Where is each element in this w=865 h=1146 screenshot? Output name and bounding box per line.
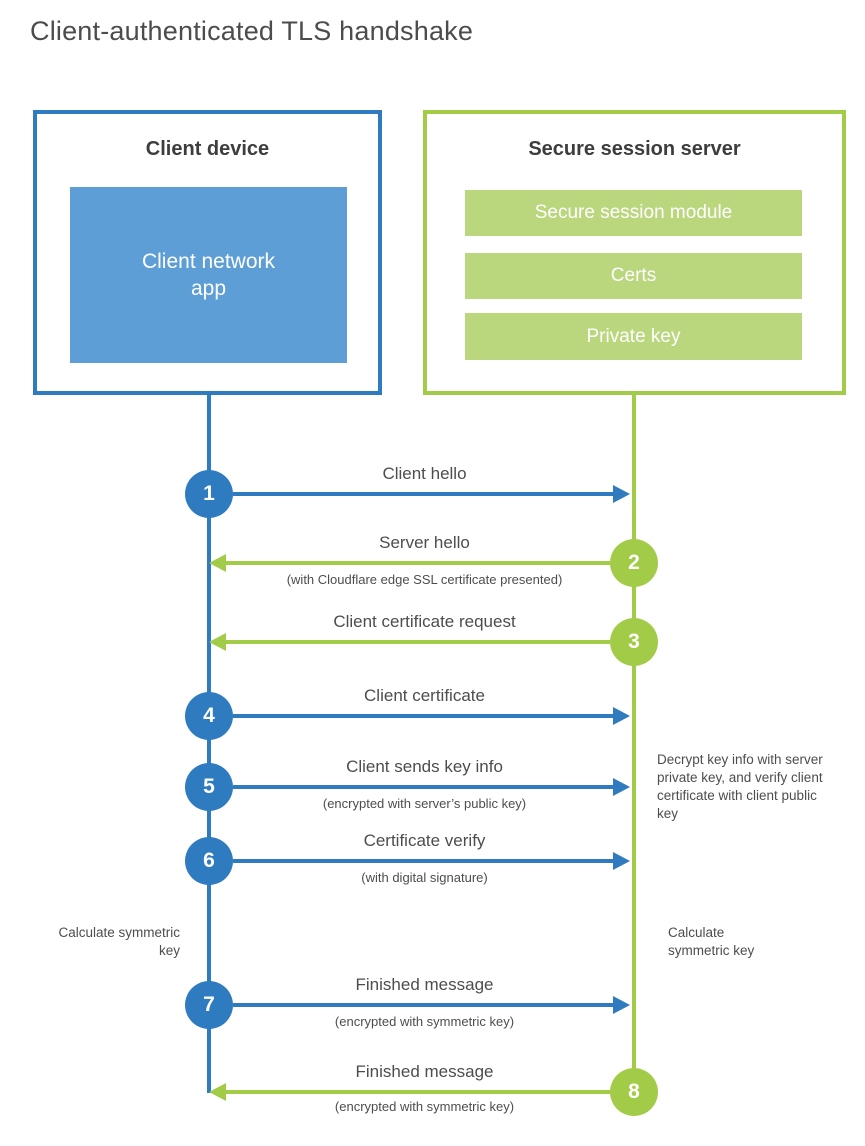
server-module-private-key: Private key <box>465 313 802 360</box>
step-4-arrow <box>233 714 614 718</box>
step-4-label: Client certificate <box>364 686 485 705</box>
step-6-arrowhead-icon <box>613 852 630 870</box>
server-module-certs: Certs <box>465 253 802 299</box>
step-5-sublabel: (encrypted with server’s public key) <box>322 796 527 811</box>
step-7-arrowhead-icon <box>613 996 630 1014</box>
step-7-badge: 7 <box>185 981 233 1029</box>
step-7-sublabel: (encrypted with symmetric key) <box>334 1014 515 1029</box>
client-network-app-box: Client network app <box>70 187 347 363</box>
client-lifeline <box>207 395 211 1093</box>
step-2-label: Server hello <box>379 533 470 552</box>
step-4-badge: 4 <box>185 692 233 740</box>
step-8-arrow <box>226 1090 610 1094</box>
step-5-arrow <box>233 785 614 789</box>
note-calculate-symmetric-key-server: Calculate symmetric key <box>668 925 755 958</box>
step-6-sublabel: (with digital signature) <box>361 870 488 885</box>
step-2-arrowhead-icon <box>209 554 226 572</box>
step-6-label: Certificate verify <box>363 831 486 850</box>
step-2-badge: 2 <box>610 539 658 587</box>
client-device-title: Client device <box>145 138 270 160</box>
step-7-arrow <box>233 1003 614 1007</box>
step-3-badge: 3 <box>610 618 658 666</box>
step-8-arrowhead-icon <box>209 1083 226 1101</box>
step-1-arrowhead-icon <box>613 485 630 503</box>
server-module-secure-session: Secure session module <box>465 190 802 236</box>
server-box: Secure session server Secure session mod… <box>423 110 846 395</box>
step-4-arrowhead-icon <box>613 707 630 725</box>
step-8-sublabel: (encrypted with symmetric key) <box>334 1099 515 1114</box>
step-1-badge: 1 <box>185 470 233 518</box>
step-1-arrow <box>233 492 614 496</box>
server-lifeline <box>632 395 636 1092</box>
step-8-badge: 8 <box>610 1068 658 1116</box>
step-6-badge: 6 <box>185 837 233 885</box>
step-6-arrow <box>233 859 614 863</box>
step-5-arrowhead-icon <box>613 778 630 796</box>
step-2-sublabel: (with Cloudflare edge SSL certificate pr… <box>286 572 563 587</box>
client-device-box: Client device Client network app <box>33 110 382 395</box>
step-8-label: Finished message <box>355 1062 494 1081</box>
step-7-label: Finished message <box>355 975 494 994</box>
note-calculate-symmetric-key-client: Calculate symmetric key <box>58 925 180 958</box>
note-decrypt-key-info: Decrypt key info with server private key… <box>657 752 823 821</box>
server-title: Secure session server <box>528 138 741 160</box>
step-1-label: Client hello <box>382 464 467 483</box>
step-3-arrowhead-icon <box>209 633 226 651</box>
client-network-app-label: Client network app <box>141 249 276 300</box>
step-3-label: Client certificate request <box>333 612 516 631</box>
step-3-arrow <box>226 640 610 644</box>
step-5-label: Client sends key info <box>346 757 503 776</box>
page-title: Client-authenticated TLS handshake <box>30 16 474 46</box>
step-5-badge: 5 <box>185 763 233 811</box>
step-2-arrow <box>226 561 610 565</box>
